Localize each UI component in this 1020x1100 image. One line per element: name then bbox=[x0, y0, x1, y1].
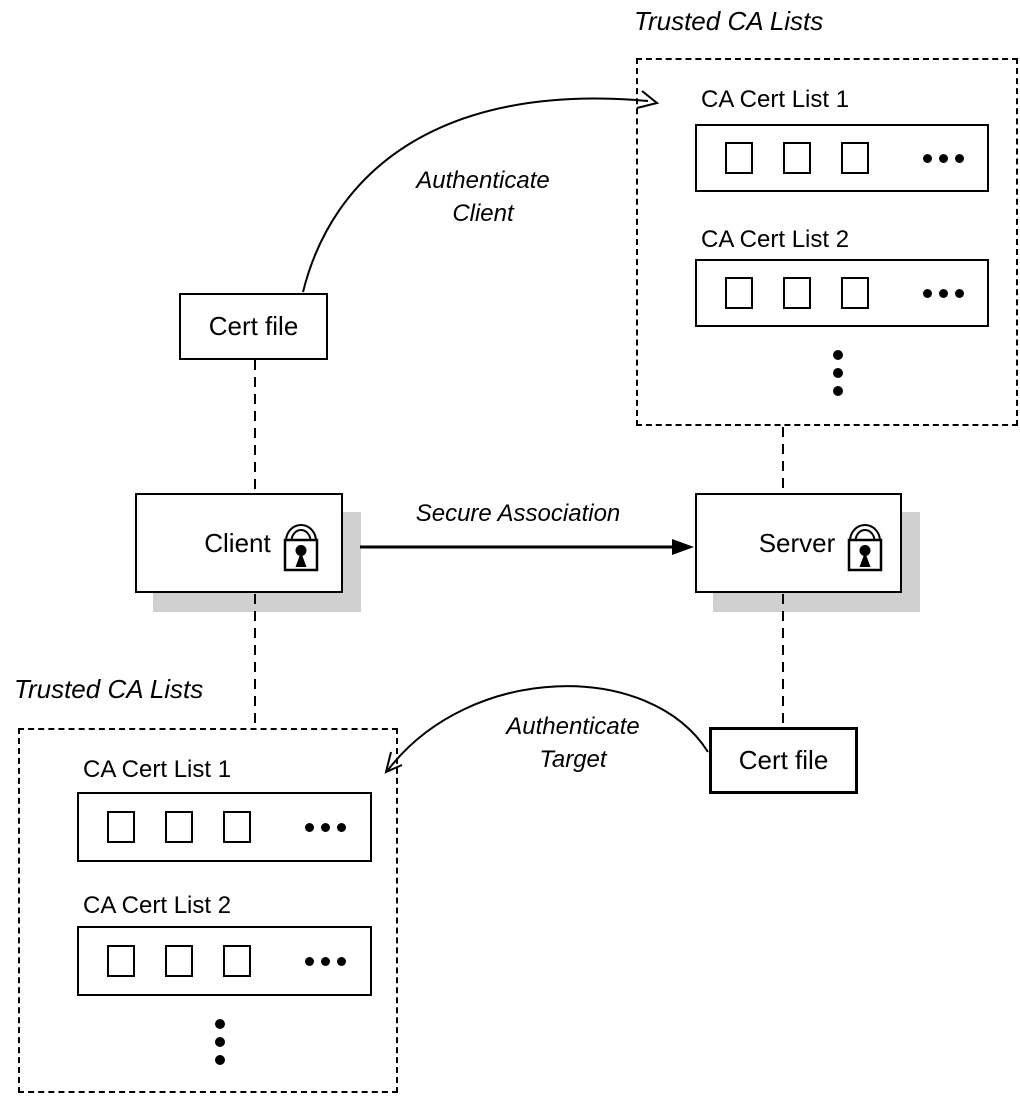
certificate-square-icon bbox=[783, 142, 811, 174]
server-label: Server bbox=[758, 527, 836, 558]
client-cert-file-label: Cert file bbox=[208, 311, 299, 341]
server-box: Server bbox=[695, 493, 902, 593]
server-trusted-ca-title: Trusted CA Lists bbox=[634, 6, 824, 36]
ca-cert-list-label: CA Cert List 2 bbox=[701, 226, 850, 253]
padlock-icon bbox=[848, 524, 883, 572]
certificate-square-icon bbox=[165, 811, 193, 843]
secure-association-arrowhead bbox=[672, 539, 694, 555]
certificate-square-icon bbox=[223, 811, 251, 843]
horizontal-ellipsis-icon bbox=[305, 956, 346, 966]
server-cert-file-box: Cert file bbox=[709, 727, 858, 794]
authenticate-target-label: Authenticate Target bbox=[506, 713, 640, 773]
certificate-square-icon bbox=[841, 142, 869, 174]
certificate-square-icon bbox=[725, 142, 753, 174]
certificate-square-icon bbox=[841, 277, 869, 309]
ca-cert-list-label: CA Cert List 1 bbox=[83, 756, 232, 783]
ca-cert-list-box bbox=[77, 792, 372, 862]
client-trusted-ca-title: Trusted CA Lists bbox=[14, 674, 204, 704]
padlock-icon bbox=[283, 524, 318, 572]
client-label: Client bbox=[204, 527, 271, 558]
certificate-square-icon bbox=[107, 945, 135, 977]
horizontal-ellipsis-icon bbox=[305, 822, 346, 832]
horizontal-ellipsis-icon bbox=[923, 288, 964, 298]
certificate-square-icon bbox=[223, 945, 251, 977]
authenticate-client-label: Authenticate Client bbox=[416, 167, 550, 227]
certificate-square-icon bbox=[165, 945, 193, 977]
horizontal-ellipsis-icon bbox=[923, 153, 964, 163]
certificate-square-icon bbox=[783, 277, 811, 309]
client-box: Client bbox=[135, 493, 343, 593]
server-trusted-ca-panel: CA Cert List 1 CA Cert List 2 bbox=[636, 58, 1018, 426]
ca-cert-list-box bbox=[77, 926, 372, 996]
vertical-ellipsis-icon bbox=[833, 350, 843, 396]
vertical-ellipsis-icon bbox=[215, 1019, 225, 1065]
ca-cert-list-box bbox=[695, 259, 989, 327]
secure-association-label: Secure Association bbox=[415, 500, 621, 527]
client-trusted-ca-panel: CA Cert List 1 CA Cert List 2 bbox=[18, 728, 398, 1093]
certificate-square-icon bbox=[725, 277, 753, 309]
ca-cert-list-label: CA Cert List 2 bbox=[83, 892, 232, 919]
server-cert-file-label: Cert file bbox=[738, 745, 829, 775]
client-cert-file-box: Cert file bbox=[179, 293, 328, 360]
ca-cert-list-box bbox=[695, 124, 989, 192]
certificate-square-icon bbox=[107, 811, 135, 843]
ca-cert-list-label: CA Cert List 1 bbox=[701, 86, 850, 113]
